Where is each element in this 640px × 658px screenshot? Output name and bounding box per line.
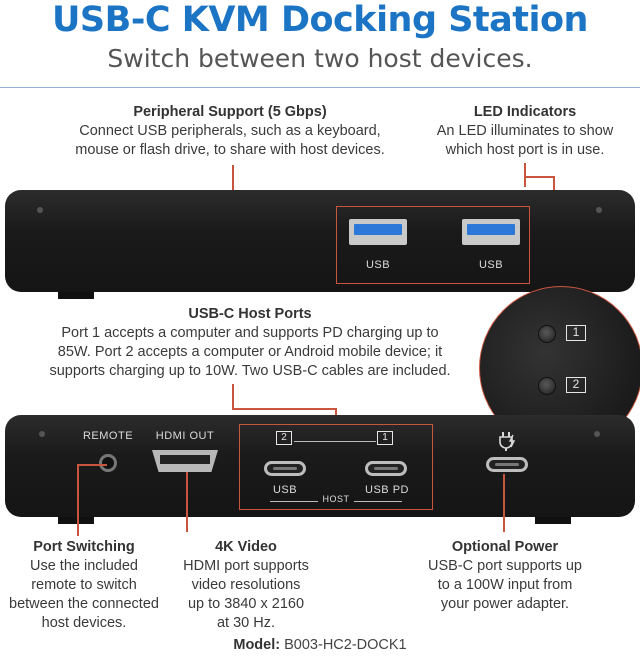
usb-a-port[interactable] [462, 219, 520, 245]
hdmi-label: HDMI OUT [155, 430, 215, 442]
device-foot [535, 517, 571, 524]
callout-switching-line: Use the included [29, 558, 138, 574]
leader-line [503, 474, 505, 532]
led-indicator-2 [538, 377, 556, 395]
callout-switching-heading: Port Switching [33, 539, 135, 555]
callout-video-heading: 4K Video [215, 539, 277, 555]
host-bracket [354, 501, 402, 502]
host-2-icon: 2 [276, 431, 292, 445]
host-1-icon: 1 [566, 325, 586, 341]
remote-jack[interactable] [99, 454, 117, 472]
leader-line [524, 176, 554, 178]
callout-power-line: USB-C port supports up [428, 558, 582, 574]
header-divider [0, 87, 640, 88]
device-foot [58, 292, 94, 299]
page-subtitle: Switch between two host devices. [107, 44, 533, 73]
usb-pd-port-label: USB PD [365, 484, 409, 496]
usb-c-power-port[interactable] [486, 457, 528, 472]
callout-led-line: which host port is in use. [445, 142, 605, 158]
callout-host-ports-line: Port 1 accepts a computer and supports P… [61, 325, 439, 341]
screw [594, 431, 600, 437]
led-indicator-1 [538, 325, 556, 343]
remote-label: REMOTE [82, 430, 134, 442]
callout-led-heading: LED Indicators [473, 104, 577, 120]
host-bracket [294, 441, 376, 442]
callout-video-line: at 30 Hz. [216, 615, 276, 631]
leader-line [77, 464, 79, 536]
callout-video-line: video resolutions [191, 577, 301, 593]
host-1-icon: 1 [377, 431, 393, 445]
callout-switching-line: remote to switch [31, 577, 137, 593]
callout-peripheral-line: Connect USB peripherals, such as a keybo… [79, 123, 381, 139]
callout-host-ports-line: supports charging up to 10W. Two USB-C c… [49, 363, 451, 379]
screw [37, 207, 43, 213]
callout-host-ports-heading: USB-C Host Ports [188, 306, 312, 322]
callout-switching-line: host devices. [41, 615, 127, 631]
screw [596, 207, 602, 213]
usb-ports-highlight [336, 206, 530, 284]
usb-c-host-port-1[interactable] [365, 461, 407, 476]
usb-port-label: USB [272, 484, 298, 496]
leader-line [232, 408, 336, 410]
hdmi-out-port[interactable] [152, 450, 218, 472]
leader-line [524, 163, 526, 187]
leader-line [186, 472, 188, 532]
callout-host-ports-line: 85W. Port 2 accepts a computer or Androi… [57, 344, 443, 360]
callout-video-line: up to 3840 x 2160 [187, 596, 305, 612]
callout-peripheral-line: mouse or flash drive, to share with host… [75, 142, 385, 158]
callout-optional-power: Optional Power USB-C port supports up to… [410, 538, 600, 614]
leader-line [232, 384, 234, 409]
model-value: B003-HC2-DOCK1 [284, 637, 407, 653]
page-title: USB-C KVM Docking Station [52, 0, 588, 40]
callout-power-line: your power adapter. [440, 596, 570, 612]
usb-port-label: USB [365, 259, 391, 271]
usb-c-host-port-2[interactable] [264, 461, 306, 476]
model-label: Model: [233, 637, 281, 653]
callout-host-ports: USB-C Host Ports Port 1 accepts a comput… [0, 305, 500, 381]
host-ports-highlight [239, 424, 433, 510]
callout-power-line: to a 100W input from [437, 577, 573, 593]
usb-a-port[interactable] [349, 219, 407, 245]
host-2-icon: 2 [566, 377, 586, 393]
power-plug-icon [497, 430, 519, 452]
host-label: HOST [322, 494, 350, 504]
model-number: Model: B003-HC2-DOCK1 [0, 637, 640, 653]
callout-led-line: An LED illuminates to show [436, 123, 614, 139]
callout-switching-line: between the connected [9, 596, 159, 612]
callout-led: LED Indicators An LED illuminates to sho… [420, 103, 630, 160]
callout-peripheral: Peripheral Support (5 Gbps) Connect USB … [40, 103, 420, 160]
dock-front-panel [5, 190, 635, 292]
host-bracket [270, 501, 318, 502]
device-foot [58, 517, 94, 524]
leader-line [77, 464, 107, 466]
screw [39, 431, 45, 437]
callout-video-line: HDMI port supports [183, 558, 309, 574]
callout-power-heading: Optional Power [451, 539, 559, 555]
callout-peripheral-heading: Peripheral Support (5 Gbps) [133, 104, 327, 120]
usb-port-label: USB [478, 259, 504, 271]
callout-4k-video: 4K Video HDMI port supports video resolu… [166, 538, 326, 633]
callout-port-switching: Port Switching Use the included remote t… [4, 538, 164, 633]
